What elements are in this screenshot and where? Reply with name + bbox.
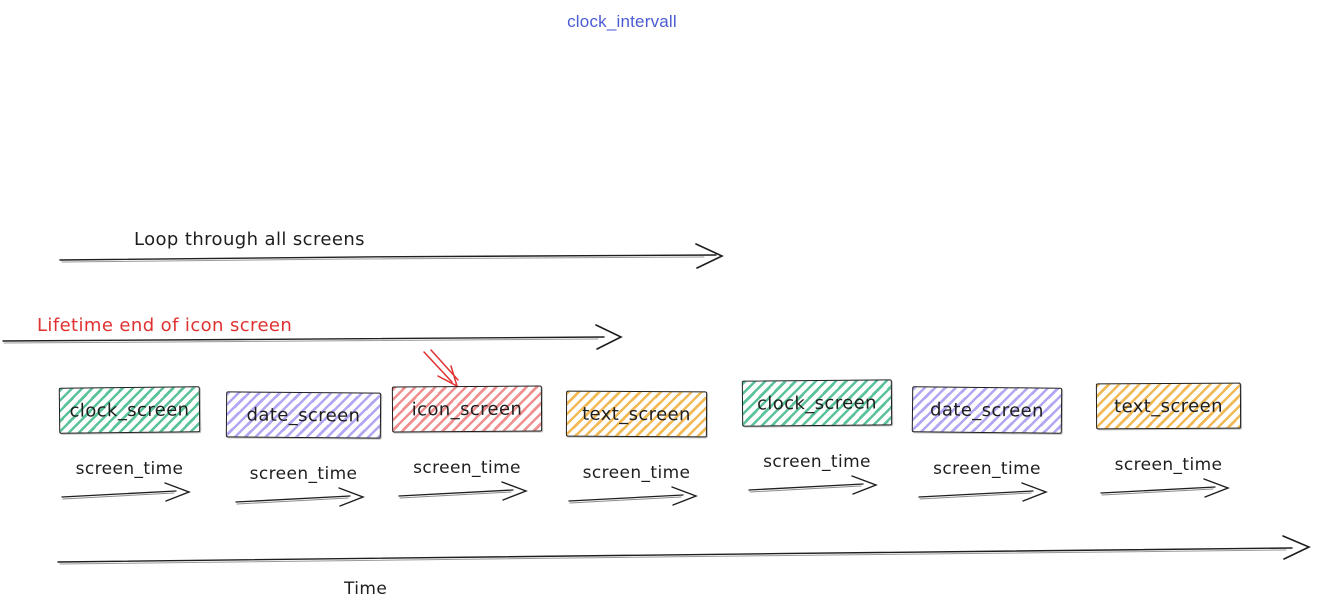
time-axis-arrow: [57, 535, 1311, 565]
screen-time-arrow: [60, 482, 191, 502]
screen-box-label: date_screen: [246, 404, 361, 426]
lifetime-arrow-label: Lifetime end of icon screen: [37, 315, 293, 336]
screen-box-label: clock_screen: [69, 398, 190, 422]
screen-time-arrow: [234, 487, 365, 507]
loop-arrow-label: Loop through all screens: [134, 229, 365, 250]
timeline-column: date_screen screen_time: [911, 386, 1063, 504]
page-title: clock_intervall: [567, 12, 677, 31]
screen-box: clock_screen: [741, 379, 893, 427]
screen-time-label: screen_time: [413, 458, 521, 478]
screen-box-label: icon_screen: [411, 398, 523, 420]
screen-box: icon_screen: [391, 385, 543, 433]
timeline-column: date_screen screen_time: [225, 391, 382, 509]
screen-box-label: text_screen: [582, 403, 691, 425]
screen-time-arrow: [1099, 478, 1230, 498]
screen-time-label: screen_time: [1114, 455, 1223, 475]
screen-box-label: date_screen: [929, 398, 1045, 422]
screen-time-label: screen_time: [582, 463, 691, 483]
screen-box-label: text_screen: [1114, 395, 1223, 417]
screen-time-label: screen_time: [249, 464, 358, 484]
time-axis-label: Time: [344, 579, 388, 599]
icon-screen-pointer-arrow: [423, 349, 459, 388]
screen-time-label: screen_time: [763, 452, 871, 472]
screen-time-label: screen_time: [933, 459, 1041, 479]
screen-time-arrow: [398, 481, 528, 501]
timeline-column: clock_screen screen_time: [741, 379, 893, 497]
screen-time-arrow: [567, 486, 698, 506]
screen-box: text_screen: [565, 390, 708, 438]
timeline-column: text_screen screen_time: [565, 390, 708, 508]
screen-box: date_screen: [911, 386, 1063, 434]
timeline-column: text_screen screen_time: [1095, 382, 1242, 500]
screen-box-label: clock_screen: [756, 391, 878, 415]
timeline-column: icon_screen screen_time: [391, 385, 543, 503]
timeline-column: clock_screen screen_time: [58, 386, 201, 504]
screen-time-arrow: [748, 475, 878, 495]
screen-time-arrow: [918, 482, 1048, 502]
screen-time-label: screen_time: [75, 459, 184, 479]
screen-box: date_screen: [225, 391, 382, 439]
screen-box: clock_screen: [58, 386, 201, 434]
screen-box: text_screen: [1095, 382, 1242, 430]
